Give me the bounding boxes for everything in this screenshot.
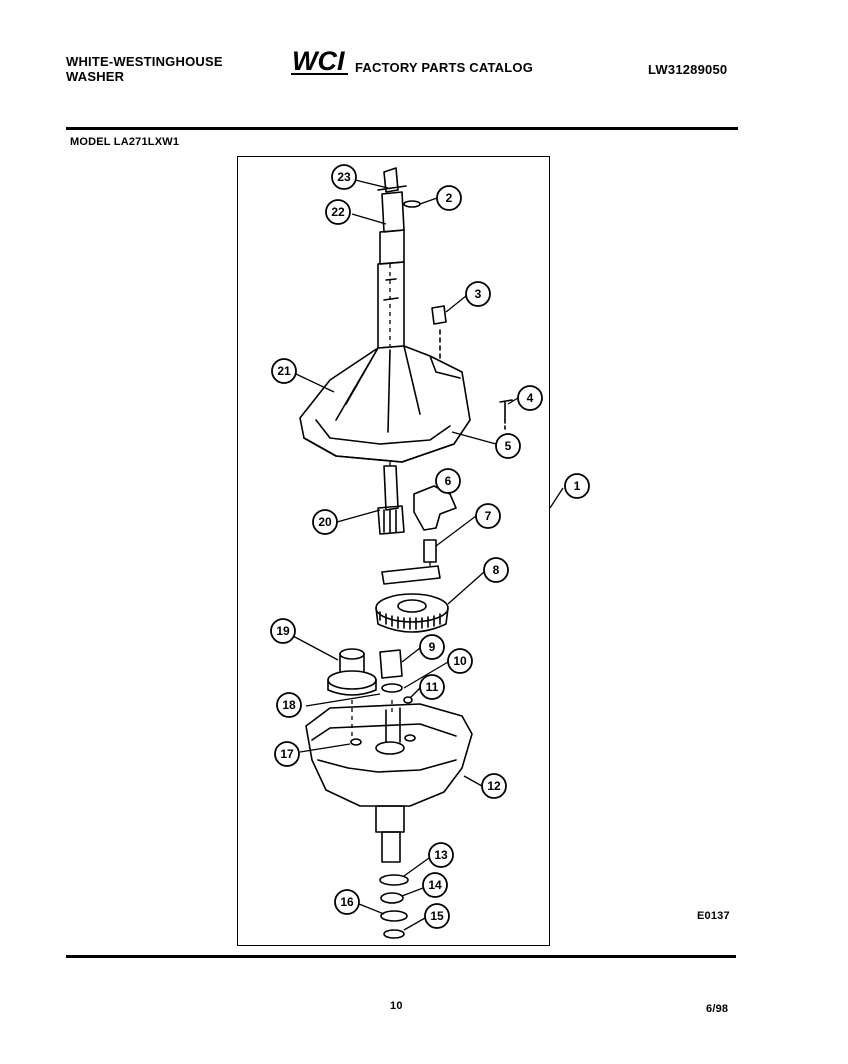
svg-text:15: 15 (430, 909, 444, 923)
svg-text:17: 17 (280, 747, 294, 761)
callout-15: 15 (424, 903, 450, 929)
svg-text:2: 2 (446, 191, 453, 205)
svg-text:13: 13 (434, 848, 448, 862)
callout-6: 6 (435, 468, 461, 494)
catalog-number: LW31289050 (648, 62, 728, 77)
callout-16: 16 (334, 889, 360, 915)
svg-text:22: 22 (331, 205, 345, 219)
figure-code: E0137 (697, 910, 730, 922)
svg-text:9: 9 (429, 640, 436, 654)
callout-21: 21 (271, 358, 297, 384)
callout-5: 5 (495, 433, 521, 459)
callout-10: 10 (447, 648, 473, 674)
callout-9: 9 (419, 634, 445, 660)
wci-logo: WCI (291, 46, 348, 76)
callout-2: 2 (436, 185, 462, 211)
callout-12: 12 (481, 773, 507, 799)
brand-name: WHITE-WESTINGHOUSE (66, 54, 223, 69)
svg-text:4: 4 (527, 391, 534, 405)
svg-text:14: 14 (428, 878, 442, 892)
svg-text:16: 16 (340, 895, 354, 909)
svg-text:23: 23 (337, 170, 351, 184)
svg-text:20: 20 (318, 515, 332, 529)
logo-text: WCI (292, 46, 345, 76)
callout-14: 14 (422, 872, 448, 898)
svg-text:3: 3 (475, 287, 482, 301)
brand-block: WHITE-WESTINGHOUSE WASHER (66, 54, 223, 84)
callout-4: 4 (517, 385, 543, 411)
product-type: WASHER (66, 69, 125, 84)
diagram-frame (237, 156, 550, 946)
svg-text:18: 18 (282, 698, 296, 712)
part-callouts: 1 2 3 4 5 6 7 8 9 10 11 12 13 14 15 16 1… (270, 164, 590, 929)
svg-text:8: 8 (493, 563, 500, 577)
svg-text:21: 21 (277, 364, 291, 378)
callout-13: 13 (428, 842, 454, 868)
page-number: 10 (390, 1000, 403, 1012)
svg-text:19: 19 (276, 624, 290, 638)
svg-text:6: 6 (445, 474, 452, 488)
svg-text:7: 7 (485, 509, 492, 523)
svg-text:5: 5 (505, 439, 512, 453)
callout-3: 3 (465, 281, 491, 307)
svg-text:10: 10 (453, 654, 467, 668)
callout-8: 8 (483, 557, 509, 583)
model-label: MODEL LA271LXW1 (70, 136, 180, 148)
callout-23: 23 (331, 164, 357, 190)
callout-17: 17 (274, 741, 300, 767)
callout-18: 18 (276, 692, 302, 718)
callout-20: 20 (312, 509, 338, 535)
svg-text:11: 11 (426, 680, 439, 694)
header-divider (66, 127, 738, 130)
svg-text:12: 12 (487, 779, 501, 793)
svg-text:1: 1 (574, 479, 581, 493)
callout-22: 22 (325, 199, 351, 225)
catalog-title: FACTORY PARTS CATALOG (355, 60, 534, 75)
callout-7: 7 (475, 503, 501, 529)
date-code: 6/98 (706, 1003, 729, 1015)
footer-divider (66, 955, 736, 958)
callout-1: 1 (564, 473, 590, 499)
callout-11: 11 (419, 674, 445, 700)
callout-19: 19 (270, 618, 296, 644)
